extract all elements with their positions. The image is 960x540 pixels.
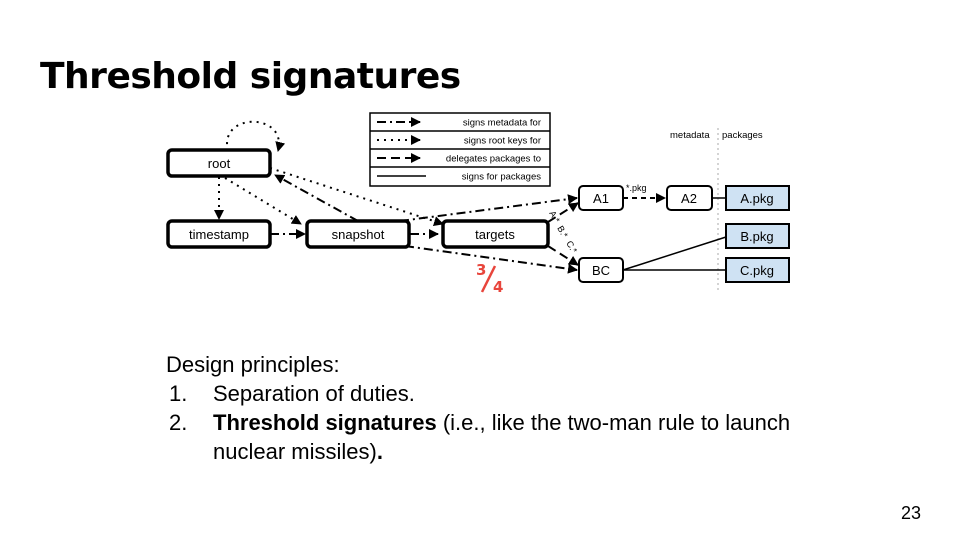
packages-column-header: packages [722,130,763,141]
legend-label: signs for packages [462,172,541,183]
legend-row-solid: signs for packages [377,172,541,183]
edge-bc-bpkg [622,236,727,271]
edge-label-pkg: *.pkg [626,183,647,193]
page-number: 23 [901,503,922,523]
principles-list: 1. Separation of duties. 2. Threshold si… [166,379,806,466]
edge-targets-bc [547,245,579,266]
package-label: A.pkg [740,191,773,206]
metadata-column-header: metadata [670,130,710,141]
edge-root-snapshot [224,177,302,225]
node-label: timestamp [189,227,249,242]
node-a1: A1 [578,185,624,211]
node-targets: targets [441,219,550,249]
node-timestamp: timestamp [166,219,272,249]
node-label: BC [592,263,610,278]
legend-row-dashed: delegates packages to [377,153,541,165]
package-b: B.pkg [725,223,790,249]
legend: signs metadata for signs root keys for d… [369,112,551,187]
list-item: 1. Separation of duties. [166,379,806,408]
node-label: targets [475,227,515,242]
edge-snapshot-a1 [399,194,578,222]
edge-label-c: C.* [564,239,579,255]
edges [214,120,727,274]
package-label: B.pkg [740,229,773,244]
node-label: A2 [681,191,697,206]
node-bc: BC [578,257,624,283]
edge-snapshot-root [274,174,359,222]
list-text: Separation of duties. [213,381,415,406]
threshold-denominator: 4 [493,278,503,296]
list-text-end: . [376,439,383,464]
legend-row-dash-dot: signs metadata for [377,117,541,129]
edge-root-self [226,120,286,152]
design-principles: Design principles: 1. Separation of duti… [166,350,806,466]
list-number: 2. [169,410,188,435]
slide-title: Threshold signatures [40,56,461,97]
node-a2: A2 [666,185,713,211]
list-text-bold: Threshold signatures [213,410,437,435]
list-item: 2. Threshold signatures (i.e., like the … [166,408,806,466]
edge-label-a: A.* [547,209,562,225]
package-c: C.pkg [725,257,790,283]
legend-label: delegates packages to [446,154,541,165]
legend-label: signs root keys for [464,136,541,147]
threshold-fraction: 3 4 [476,261,503,296]
threshold-numerator: 3 [476,261,486,279]
node-label: A1 [593,191,609,206]
edge-label-b: B.* [555,224,570,240]
package-a: A.pkg [725,185,790,211]
edge-snapshot-bc [404,245,578,274]
node-label: snapshot [332,227,385,242]
edge-targets-a1 [547,202,579,223]
legend-label: signs metadata for [463,118,541,129]
list-text: (i.e., like the two-man rule to launch n… [213,410,791,464]
list-number: 1. [169,381,188,406]
node-root: root [166,148,272,178]
node-label: root [208,156,231,171]
principles-heading: Design principles: [166,352,340,377]
node-snapshot: snapshot [305,219,411,249]
package-label: C.pkg [740,263,774,278]
legend-row-dotted: signs root keys for [377,135,541,147]
threshold-slash [480,265,497,293]
